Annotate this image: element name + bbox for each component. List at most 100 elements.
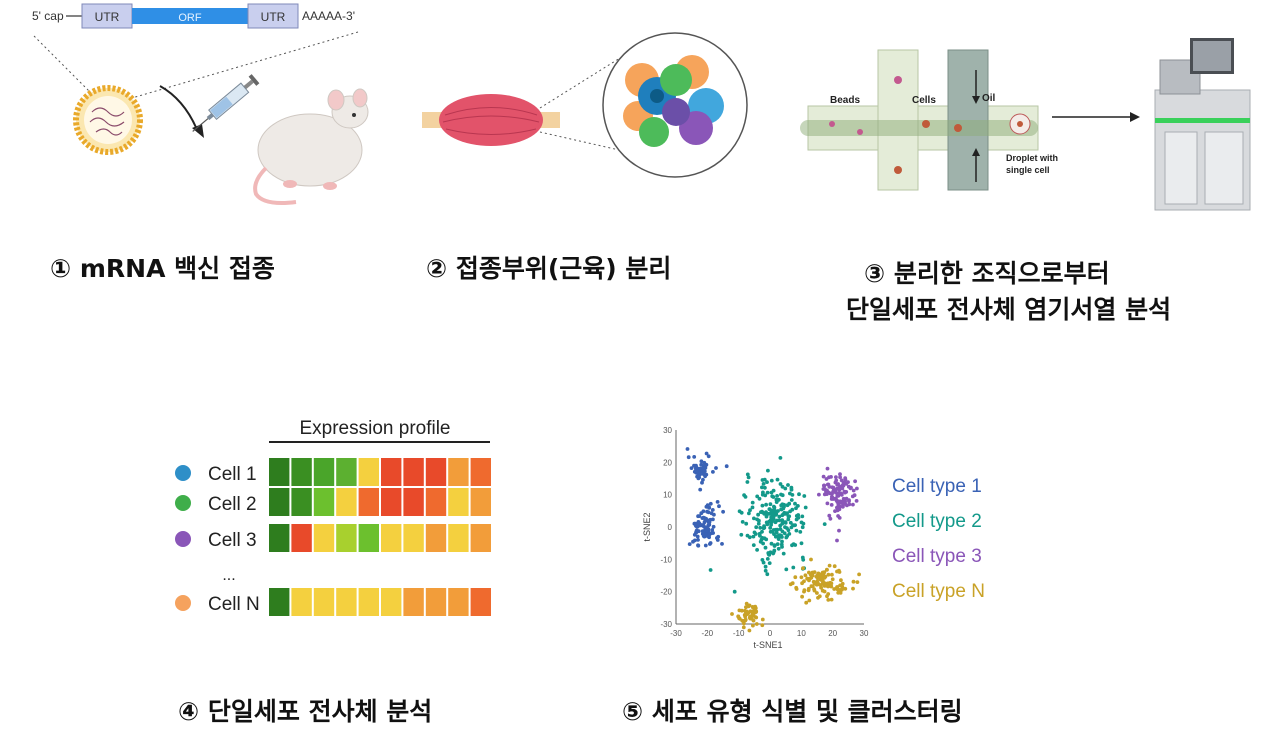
scatter-point bbox=[772, 549, 777, 553]
scatter-point bbox=[825, 501, 830, 506]
scatter-point bbox=[830, 491, 834, 496]
scatter-point bbox=[707, 532, 712, 537]
scatter-point bbox=[766, 551, 771, 555]
scatter-point bbox=[855, 486, 859, 491]
scatter-point bbox=[783, 486, 788, 491]
scatter-point bbox=[851, 579, 856, 584]
scatter-point bbox=[767, 512, 771, 516]
step3-caption-line1: ③ 분리한 조직으로부터 bbox=[864, 259, 1110, 288]
scatter-point bbox=[827, 513, 832, 518]
scatter-point bbox=[829, 584, 834, 589]
scatter-point bbox=[751, 543, 756, 547]
heatmap-cell bbox=[269, 488, 290, 516]
scatter-point bbox=[769, 478, 774, 483]
scatter-point bbox=[692, 455, 697, 459]
scatter-point bbox=[812, 581, 817, 586]
scatter-point bbox=[815, 591, 819, 595]
heatmap-cell bbox=[425, 458, 447, 486]
scatter-point bbox=[701, 524, 706, 528]
scatter-point bbox=[789, 485, 794, 490]
scatter-point bbox=[736, 614, 741, 619]
scatter-point bbox=[764, 537, 769, 542]
scatter-point bbox=[698, 487, 703, 492]
heatmap-cell bbox=[448, 588, 469, 616]
scatter-point bbox=[854, 499, 859, 503]
orf-bar bbox=[132, 8, 248, 24]
scatter-point bbox=[798, 530, 803, 534]
heatmap-cell bbox=[336, 588, 357, 616]
scatter-point bbox=[836, 494, 841, 498]
scatter-point bbox=[817, 492, 821, 497]
scatter-point bbox=[775, 477, 780, 482]
scatter-point bbox=[702, 534, 707, 539]
scatter-point bbox=[711, 524, 716, 529]
scatter-point bbox=[710, 508, 715, 512]
scatter-point bbox=[785, 503, 790, 508]
x-tick-label: 30 bbox=[860, 629, 869, 638]
scatter-point bbox=[747, 511, 751, 516]
scatter-point bbox=[777, 518, 782, 523]
scatter-point bbox=[815, 581, 820, 586]
step3-illustration: Beads Cells Oil Droplet with single cell bbox=[800, 38, 1251, 211]
scatter-point bbox=[772, 505, 777, 510]
scatter-point bbox=[802, 588, 807, 593]
scatter-point bbox=[752, 516, 756, 521]
scatter-point bbox=[708, 541, 713, 545]
scatter-point bbox=[749, 609, 754, 614]
scatter-point bbox=[772, 543, 777, 547]
muscle-icon bbox=[422, 94, 560, 146]
scatter-point bbox=[706, 510, 711, 515]
scatter-point bbox=[750, 505, 755, 510]
scatter-point bbox=[829, 581, 834, 586]
heatmap-cell bbox=[313, 524, 335, 552]
heatmap-cell bbox=[470, 488, 491, 516]
scatter-point bbox=[794, 528, 799, 533]
scatter-point bbox=[794, 506, 798, 511]
scatter-point bbox=[757, 531, 762, 536]
tsne-x-axis-label: t-SNE1 bbox=[753, 640, 782, 650]
x-tick-label: -30 bbox=[670, 629, 682, 638]
scatter-point bbox=[838, 472, 842, 477]
scatter-point bbox=[778, 456, 783, 460]
scatter-point bbox=[780, 513, 785, 518]
scatter-point bbox=[762, 524, 766, 529]
cell-row-label: Cell 1 bbox=[208, 464, 257, 485]
scatter-point bbox=[743, 618, 748, 623]
scatter-point bbox=[776, 546, 781, 551]
scatter-point bbox=[695, 534, 700, 539]
scatter-point bbox=[781, 551, 786, 556]
x-tick-label: 0 bbox=[768, 629, 773, 638]
scatter-point bbox=[780, 539, 784, 544]
scatter-point bbox=[807, 598, 812, 603]
scatter-point bbox=[837, 528, 841, 533]
scatter-point bbox=[839, 578, 843, 583]
heatmap-cell bbox=[291, 588, 312, 616]
scatter-point bbox=[799, 575, 804, 580]
scatter-point bbox=[825, 568, 829, 572]
scatter-point bbox=[825, 594, 829, 599]
row-ellipsis: ... bbox=[222, 567, 235, 584]
scatter-point bbox=[776, 509, 780, 513]
scatter-point bbox=[830, 495, 835, 500]
scatter-point bbox=[754, 615, 759, 620]
cell-dot-icon bbox=[175, 465, 191, 481]
scatter-point bbox=[851, 586, 855, 591]
scatter-point bbox=[857, 572, 861, 577]
heatmap-cell bbox=[336, 488, 357, 516]
scatter-point bbox=[708, 568, 713, 572]
legend-entry: Cell type 1 bbox=[892, 476, 982, 497]
heatmap-cell bbox=[291, 458, 312, 486]
scatter-point bbox=[822, 522, 827, 526]
scatter-point bbox=[794, 587, 799, 591]
scatter-point bbox=[789, 498, 794, 502]
heatmap-cell bbox=[313, 588, 335, 616]
scatter-point bbox=[818, 583, 823, 587]
lipid-nanoparticle-icon bbox=[73, 85, 143, 155]
step2-illustration bbox=[422, 32, 748, 178]
step5-caption: ⑤ 세포 유형 식별 및 클러스터링 bbox=[622, 697, 963, 726]
scatter-point bbox=[822, 576, 827, 580]
scatter-point bbox=[812, 587, 816, 591]
heatmap-cell bbox=[381, 458, 402, 486]
y-tick-label: 30 bbox=[663, 426, 672, 435]
